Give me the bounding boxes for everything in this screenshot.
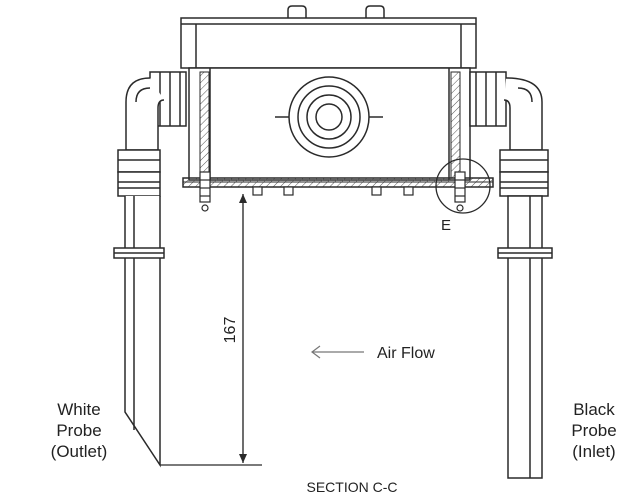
housing bbox=[180, 5, 477, 181]
right-probe-line3: (Inlet) bbox=[572, 442, 615, 461]
dimension-value: 167 bbox=[222, 317, 239, 344]
detail-callout-label: E bbox=[441, 217, 451, 234]
left-probe-label: White Probe (Outlet) bbox=[51, 400, 108, 461]
left-probe-line2: Probe bbox=[56, 421, 101, 440]
left-probe-line3: (Outlet) bbox=[51, 442, 108, 461]
section-title: SECTION C-C bbox=[307, 479, 398, 495]
left-probe-line1: White bbox=[57, 400, 100, 419]
air-flow-label: Air Flow bbox=[377, 345, 435, 362]
right-wall-hatch bbox=[450, 71, 461, 179]
left-pipe bbox=[113, 71, 187, 468]
right-probe-line2: Probe bbox=[571, 421, 616, 440]
right-pipe bbox=[469, 71, 553, 479]
right-probe-label: Black Probe (Inlet) bbox=[571, 400, 616, 461]
detail-callout: E bbox=[435, 158, 491, 234]
housing-lid bbox=[180, 17, 477, 69]
central-port bbox=[275, 76, 383, 158]
air-flow-arrow bbox=[311, 345, 364, 359]
left-wall-hatch bbox=[199, 71, 210, 179]
right-probe-line1: Black bbox=[573, 400, 615, 419]
base-plate bbox=[182, 171, 494, 212]
dimension-line bbox=[160, 194, 262, 466]
